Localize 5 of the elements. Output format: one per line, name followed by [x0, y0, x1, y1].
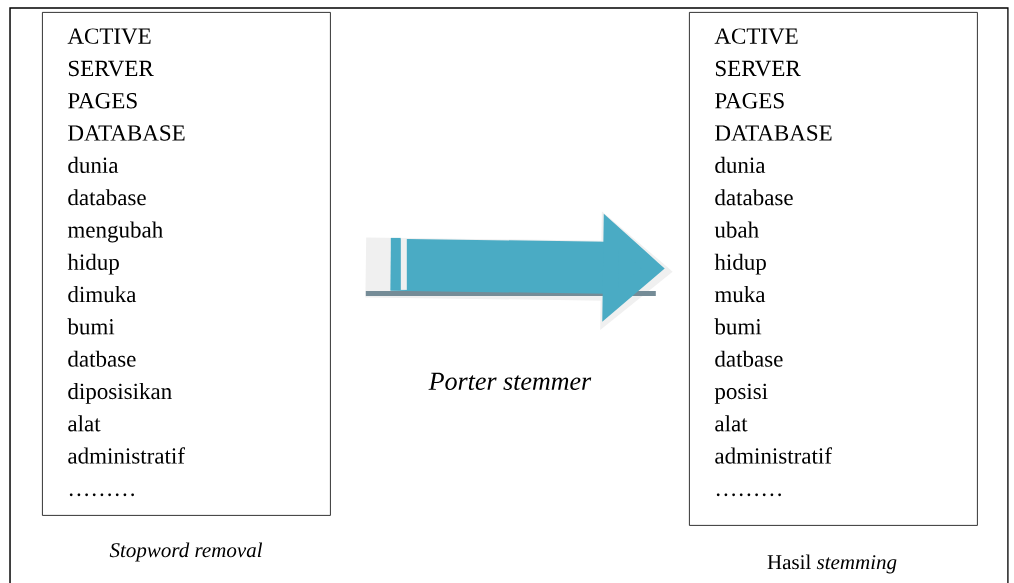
word-list-box: ACTIVE SERVER PAGES DATABASE dunia database ubah hidup muka bumi datbase posisi alat administratif ………: [689, 12, 978, 526]
edge-label: Porter stemmer: [428, 372, 592, 391]
node-label: Stopword removal: [109, 542, 263, 562]
word-list-box: ACTIVE SERVER PAGES DATABASE dunia database mengubah hidup dimuka bumi datbase diposisikan alat administratif ………: [42, 12, 331, 516]
node-label: Hasil stemming: [767, 554, 897, 574]
